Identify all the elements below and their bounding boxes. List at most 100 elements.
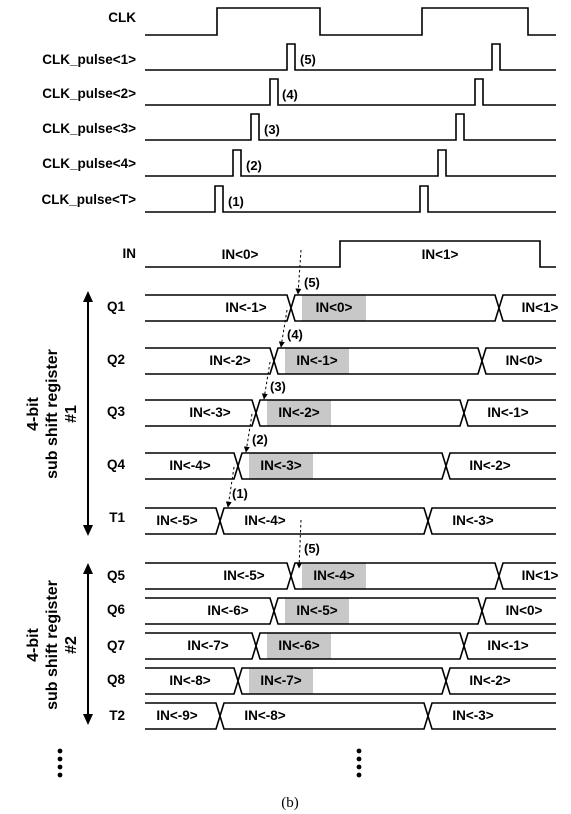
t1-value-next: IN<-3> <box>452 513 493 528</box>
arrow-note-5: (5) <box>304 275 320 290</box>
clk-pulse-3-label: CLK_pulse<3> <box>42 121 136 136</box>
register-2-arrow-down <box>83 714 93 725</box>
q3-highlight <box>267 400 331 426</box>
continuation-dots-left <box>57 748 63 778</box>
register-1-arrow-up <box>83 291 93 302</box>
q8-highlight <box>249 668 313 694</box>
t2-value-new: IN<-8> <box>244 708 285 723</box>
arrow-in-to-q1 <box>295 249 302 295</box>
arrow-note-3: (3) <box>270 379 286 394</box>
q5-highlight <box>302 563 366 589</box>
q1-bus <box>145 294 556 322</box>
q3-value-new: IN<-2> <box>278 405 319 420</box>
q7-value-next: IN<-1> <box>487 638 528 653</box>
q5-value-next: IN<1> <box>522 568 559 583</box>
q6-value-before: IN<-6> <box>207 603 248 618</box>
q6-label: Q6 <box>107 602 126 617</box>
q8-value-next: IN<-2> <box>469 673 510 688</box>
clk-pulse-2-note: (4) <box>282 87 298 102</box>
q1-value-before: IN<-1> <box>225 300 266 315</box>
clk-pulse-2-waveform <box>145 78 556 106</box>
q1-highlight <box>302 295 366 321</box>
clk-pulse-4-note: (2) <box>246 158 262 173</box>
q8-value-before: IN<-8> <box>169 673 210 688</box>
q3-value-before: IN<-3> <box>189 405 230 420</box>
q1-value-next: IN<1> <box>522 300 559 315</box>
q5-label: Q5 <box>107 568 126 583</box>
clk-pulse-3-note: (3) <box>264 122 280 137</box>
register-2-title-line2: sub shift register <box>44 580 61 710</box>
q7-label: Q7 <box>107 638 125 653</box>
q6-highlight <box>285 598 349 624</box>
q3-value-next: IN<-1> <box>487 405 528 420</box>
q2-label: Q2 <box>107 352 125 367</box>
q4-highlight <box>249 453 313 479</box>
clk-label: CLK <box>108 10 136 25</box>
clk-pulse-3-waveform <box>145 113 556 141</box>
register-1-title-line2: sub shift register <box>44 349 61 479</box>
register-1-arrow-down <box>83 525 93 536</box>
clk-pulse-1-note: (5) <box>300 52 316 67</box>
arrow-q1-to-q2 <box>278 309 288 348</box>
clk-pulse-t-waveform <box>145 185 556 213</box>
t1-value-new: IN<-4> <box>244 513 285 528</box>
in-label: IN <box>123 246 137 261</box>
q2-bus <box>145 347 556 375</box>
q4-value-before: IN<-4> <box>169 458 210 473</box>
t1-bus <box>145 507 556 535</box>
q7-highlight <box>267 633 331 659</box>
t2-value-next: IN<-3> <box>452 708 493 723</box>
q3-bus <box>145 399 556 427</box>
clk-pulse-4-waveform <box>145 149 556 177</box>
in-value-0: IN<0> <box>222 247 259 262</box>
register-2-arrow-up <box>83 563 93 574</box>
q1-value-new: IN<0> <box>316 300 353 315</box>
figure-caption: (b) <box>281 795 299 811</box>
q7-value-before: IN<-7> <box>187 638 228 653</box>
t2-bus <box>145 702 556 730</box>
q2-value-before: IN<-2> <box>209 353 250 368</box>
clk-pulse-1-waveform <box>145 43 556 71</box>
q5-value-new: IN<-4> <box>313 568 354 583</box>
register-2-title-line1: 4-bit <box>25 627 42 661</box>
in-waveform <box>145 240 556 268</box>
arrow-note-2: (2) <box>252 432 268 447</box>
t2-value-before: IN<-9> <box>156 708 197 723</box>
arrow-note-4: (4) <box>287 327 303 342</box>
clk-pulse-1-label: CLK_pulse<1> <box>42 52 136 67</box>
register-1-title-line1: 4-bit <box>25 396 42 430</box>
q8-label: Q8 <box>107 672 126 687</box>
arrow-q2-to-q3 <box>261 361 271 400</box>
q4-bus <box>145 452 556 480</box>
clk-pulse-4-label: CLK_pulse<4> <box>42 156 136 171</box>
arrow-t1-to-q5 <box>296 519 303 569</box>
arrow-note-5b: (5) <box>304 541 320 556</box>
t1-value-before: IN<-5> <box>156 513 197 528</box>
arrow-note-1: (1) <box>232 486 248 501</box>
q8-value-new: IN<-7> <box>260 673 301 688</box>
q4-value-next: IN<-2> <box>469 458 510 473</box>
t1-label: T1 <box>109 510 125 525</box>
t2-label: T2 <box>109 708 125 723</box>
register-2-title-line3: #2 <box>63 636 80 654</box>
q7-bus <box>145 632 556 660</box>
q6-value-new: IN<-5> <box>296 603 337 618</box>
q3-label: Q3 <box>107 404 126 419</box>
arrow-q4-to-t1 <box>225 466 235 508</box>
continuation-dots-center <box>356 748 362 778</box>
in-value-1: IN<1> <box>422 247 459 262</box>
q7-value-new: IN<-6> <box>278 638 319 653</box>
q1-label: Q1 <box>107 299 126 314</box>
clk-pulse-t-label: CLK_pulse<T> <box>41 192 136 207</box>
q8-bus <box>145 667 556 695</box>
q5-value-before: IN<-5> <box>223 568 264 583</box>
q6-bus <box>145 597 556 625</box>
q5-bus <box>145 562 556 590</box>
q2-highlight <box>285 348 349 374</box>
clk-waveform <box>145 7 556 36</box>
q4-value-new: IN<-3> <box>260 458 301 473</box>
register-1-title-line3: #1 <box>63 405 80 423</box>
clk-pulse-t-note: (1) <box>228 194 244 209</box>
q6-value-next: IN<0> <box>506 603 543 618</box>
